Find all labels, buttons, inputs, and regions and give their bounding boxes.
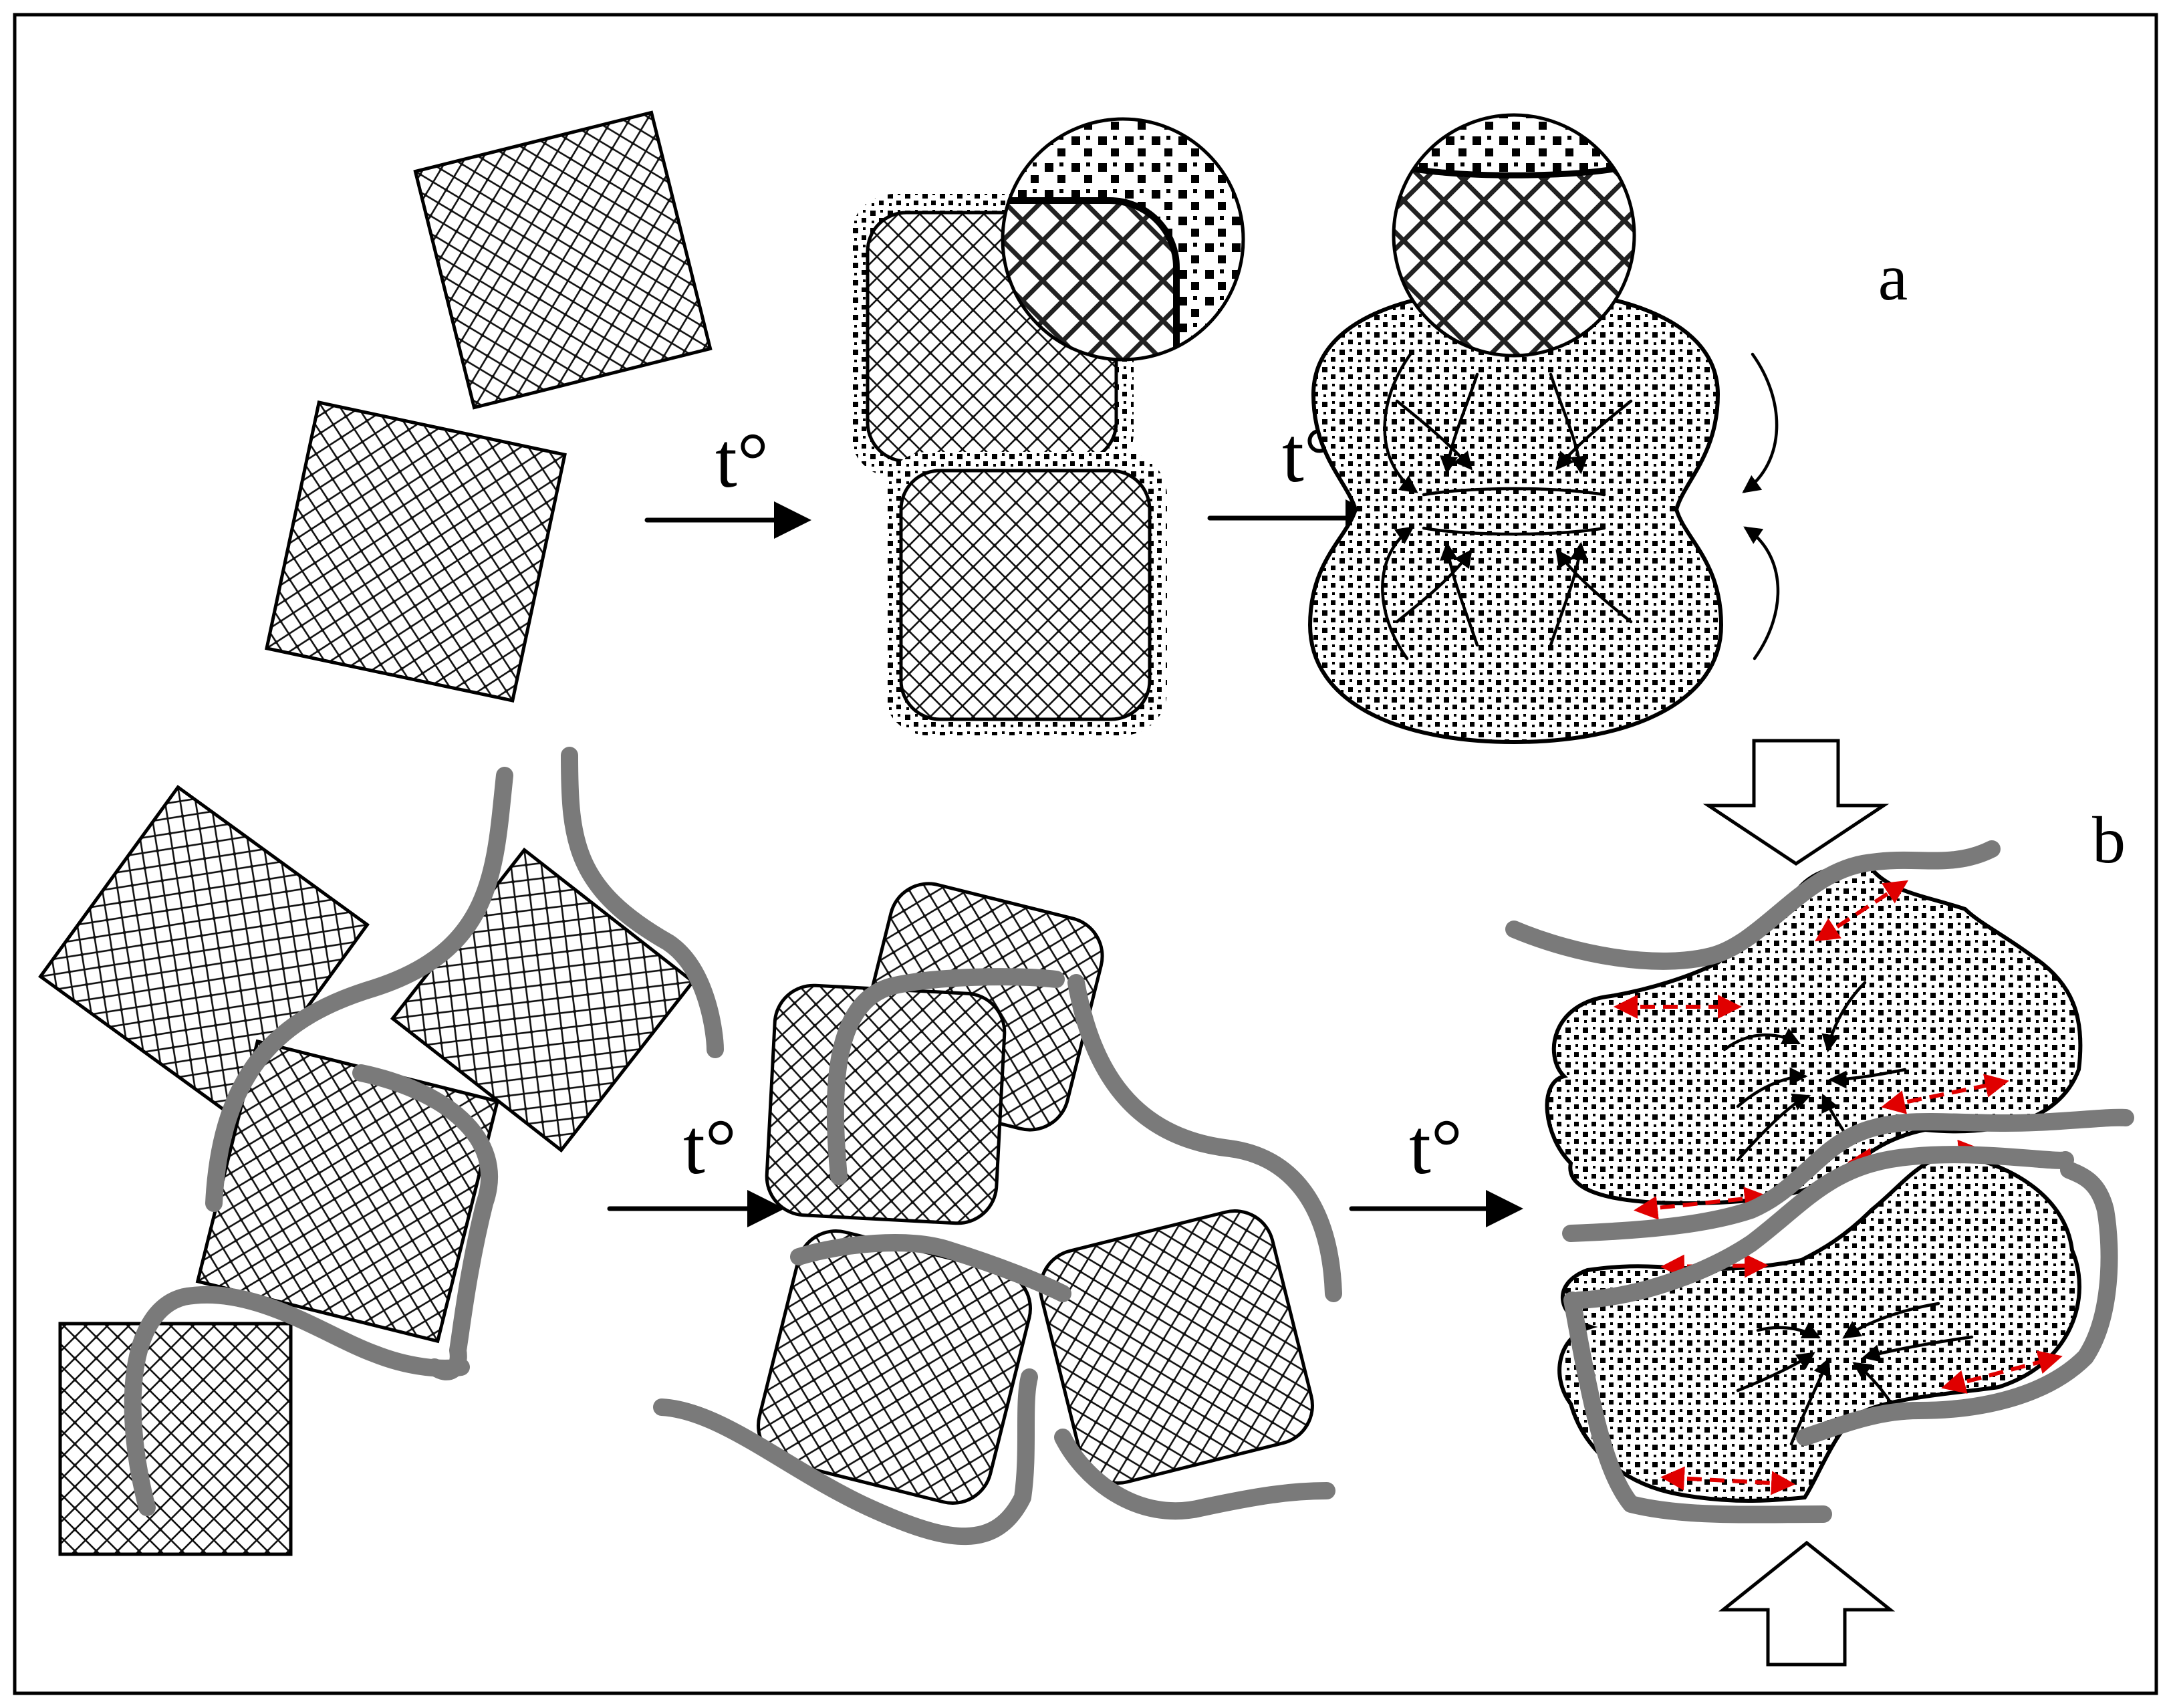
loose-particles <box>265 110 713 703</box>
sintering-neck <box>1307 113 1780 745</box>
binder-strands <box>124 747 724 1516</box>
rounded-particles-with-binder <box>653 882 1342 1546</box>
binder-strands <box>1505 840 2134 1523</box>
vacancy-flow-arrows <box>1722 981 1974 1446</box>
heating-arrow-a1: t° <box>644 416 811 539</box>
particle-square <box>58 1322 293 1556</box>
particles-with-shell <box>850 117 1245 735</box>
pressed-sintered-cluster <box>1505 840 2134 1523</box>
surface-flow-arrows <box>1381 352 1780 660</box>
particle-rounded <box>899 469 1152 721</box>
particle-square <box>265 400 567 703</box>
panel-label-b: b <box>2092 803 2126 877</box>
binder-strands <box>653 968 1342 1546</box>
necked-particle-pair <box>1307 286 1724 745</box>
pressure-arrow-top <box>1702 739 1890 866</box>
panel-label-a: a <box>1878 240 1908 314</box>
heating-arrow-b2: t° <box>1349 1103 1523 1227</box>
loose-particles-with-binder <box>38 747 724 1556</box>
heating-label-b2: t° <box>1409 1103 1462 1191</box>
heating-label-b1: t° <box>683 1103 737 1191</box>
particle-rounded <box>765 983 1007 1225</box>
necked-particle-pair <box>1557 1153 2081 1503</box>
particle-rounded <box>1039 1209 1314 1485</box>
heating-label-a1: t° <box>715 416 769 504</box>
figure-frame <box>13 13 2158 1695</box>
particle-square <box>413 110 713 410</box>
magnifier-lens <box>1001 117 1245 362</box>
panel-b: t° t° <box>38 739 2134 1667</box>
pressure-arrow-bottom <box>1718 1540 1896 1667</box>
magnifier-lens <box>1392 113 1636 358</box>
vacancy-flow-arrows <box>1395 372 1633 647</box>
heating-arrow-b1: t° <box>607 1103 785 1227</box>
panel-a: t° t° <box>265 110 1908 745</box>
